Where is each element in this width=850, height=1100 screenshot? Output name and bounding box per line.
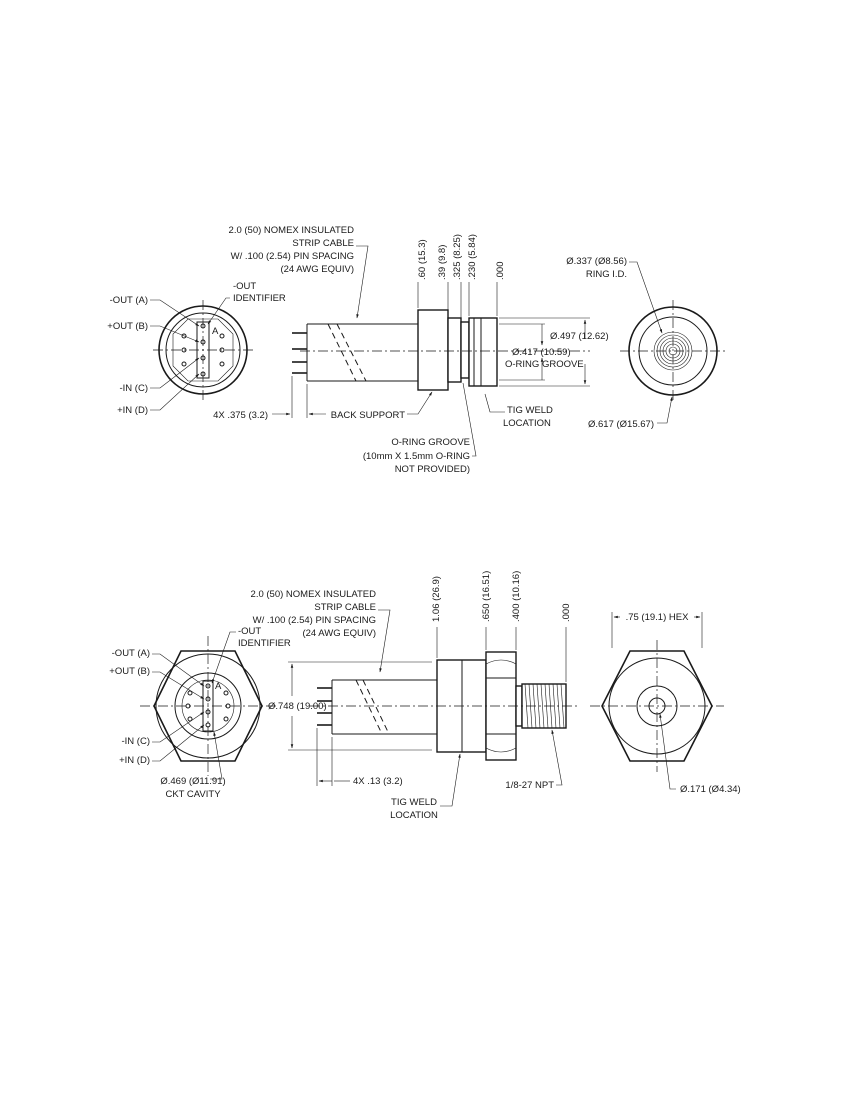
top-vertical-dims: .60 (15.3) .39 (9.8) .325 (8.25) .230 (5…	[417, 234, 506, 320]
bottom-pin-label-in-c: -IN (C)	[122, 736, 151, 747]
bottom-cable-note-3: W/ .100 (2.54) PIN SPACING	[253, 615, 376, 626]
bottom-drawing: A -OUT (A) +OUT (B) -IN (C) +IN (D) -OUT…	[109, 571, 740, 821]
bottom-pin-length: 4X .13 (3.2)	[353, 776, 403, 787]
pin-a-letter: A	[212, 326, 219, 337]
dia-417: Ø.417 (10.59)	[512, 347, 571, 358]
bottom-vertical-dims: 1.06 (26.9) .650 (16.51) .400 (10.16) .0…	[431, 571, 572, 682]
bottom-cable-note-4: (24 AWG EQUIV)	[302, 628, 376, 639]
top-cable-note-2: STRIP CABLE	[292, 238, 354, 249]
oring-groove-label: O-RING GROOVE	[505, 359, 584, 370]
bottom-out-identifier-1: -OUT	[238, 626, 261, 637]
top-cable-note-3: W/ .100 (2.54) PIN SPACING	[231, 251, 354, 262]
dia-497: Ø.497 (12.62)	[550, 331, 609, 342]
top-side-view	[292, 309, 590, 391]
top-pin-length: 4X .375 (3.2)	[213, 410, 268, 421]
bottom-pin-label-out-a: -OUT (A)	[112, 648, 150, 659]
bottom-cable-note-1: 2.0 (50) NOMEX INSULATED	[251, 589, 377, 600]
pin-label-out-b: +OUT (B)	[107, 321, 148, 332]
out-identifier-line2: IDENTIFIER	[233, 293, 286, 304]
oring-note-3: NOT PROVIDED)	[395, 464, 470, 475]
top-cable-note-4: (24 AWG EQUIV)	[280, 264, 354, 275]
dim-0400: .400 (10.16)	[511, 571, 522, 622]
back-support-label: BACK SUPPORT	[331, 410, 405, 421]
top-connector-end-view: A	[150, 297, 253, 411]
bottom-pin-label-out-b: +OUT (B)	[109, 666, 150, 677]
bottom-hex-end-view: A	[140, 631, 276, 780]
cavity-dia: Ø.469 (Ø11.91)	[160, 776, 225, 787]
dia-748: Ø.748 (19.00)	[268, 701, 327, 712]
npt-label: 1/8-27 NPT	[505, 780, 554, 791]
oring-note-2: (10mm X 1.5mm O-RING	[363, 451, 470, 462]
dim-039: .39 (9.8)	[437, 245, 448, 280]
hex-dim: .75 (19.1) HEX	[626, 612, 689, 623]
dim-106: 1.06 (26.9)	[431, 576, 442, 622]
pin-label-out-a: -OUT (A)	[110, 295, 148, 306]
bottom-side-view	[310, 651, 580, 761]
bottom-out-identifier-2: IDENTIFIER	[238, 638, 291, 649]
bottom-pin-a-letter: A	[215, 681, 222, 692]
bottom-tig-weld-2: LOCATION	[390, 810, 438, 821]
top-cable-note-1: 2.0 (50) NOMEX INSULATED	[229, 225, 355, 236]
out-identifier-line1: -OUT	[233, 281, 256, 292]
dim-0000: .000	[495, 262, 506, 281]
top-ring-end-view	[620, 261, 726, 424]
ring-id-1: Ø.337 (Ø8.56)	[566, 256, 627, 267]
top-drawing: A -OUT (A) +OUT (B) -IN (C) +IN (D) -OUT…	[107, 225, 726, 475]
bottom-fitting-end-view	[590, 612, 724, 790]
top-tig-weld-2: LOCATION	[503, 418, 551, 429]
bottom-tig-weld-1: TIG WELD	[391, 797, 437, 808]
bottom-cable-note-2: STRIP CABLE	[314, 602, 376, 613]
dia-617: Ø.617 (Ø15.67)	[588, 419, 654, 430]
pin-label-in-d: +IN (D)	[117, 405, 148, 416]
dim-0230: .230 (5.84)	[467, 234, 478, 280]
cavity-label: CKT CAVITY	[165, 789, 221, 800]
dim-060: .60 (15.3)	[417, 239, 428, 280]
ring-id-2: RING I.D.	[586, 269, 627, 280]
oring-note-1: O-RING GROOVE	[391, 437, 470, 448]
pin-label-in-c: -IN (C)	[120, 383, 149, 394]
dim-0325: .325 (8.25)	[452, 234, 463, 280]
bottom-pin-label-in-d: +IN (D)	[119, 755, 150, 766]
dim-bottom-0000: .000	[561, 604, 572, 623]
top-tig-weld-1: TIG WELD	[507, 405, 553, 416]
dia-171: Ø.171 (Ø4.34)	[680, 784, 741, 795]
dim-0650: .650 (16.51)	[481, 571, 492, 622]
